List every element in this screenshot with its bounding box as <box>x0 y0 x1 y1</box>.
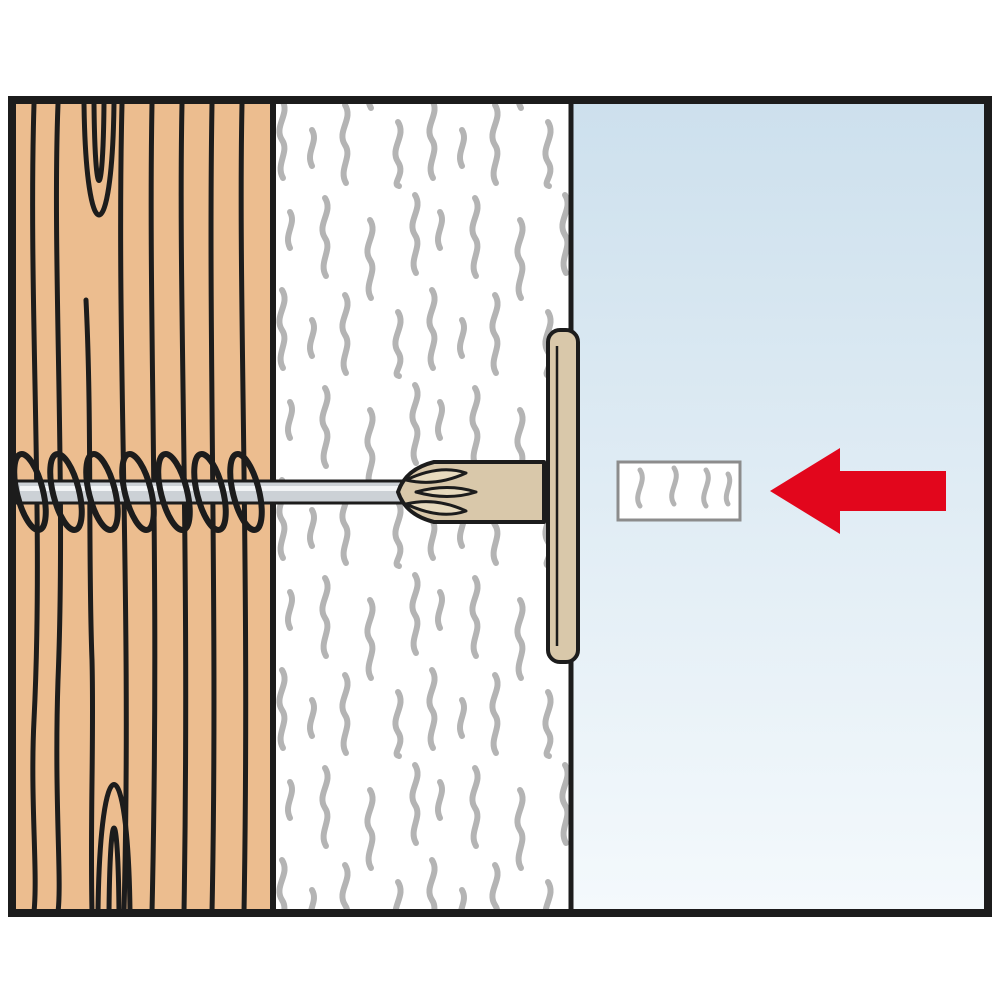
insulation-plug <box>616 460 742 522</box>
thread-turn <box>83 451 121 533</box>
wood-grain-line <box>95 782 133 910</box>
screw-shaft-highlight <box>20 486 400 491</box>
anchor-sleeve <box>396 460 546 524</box>
wood-grain <box>30 104 249 910</box>
left-arrow-icon <box>770 448 946 534</box>
wood-grain-line <box>178 104 189 910</box>
wood-grain-line <box>30 104 40 910</box>
screw-shaft <box>16 479 408 505</box>
wood-grain-line <box>106 825 122 910</box>
insulation-plug-body <box>616 460 742 522</box>
wood-grain-line <box>81 104 117 218</box>
anchor-petal <box>404 500 468 516</box>
wood-grain-line <box>148 104 158 910</box>
wood-grain-line <box>238 104 249 910</box>
anchor-disc-plate <box>546 328 580 664</box>
thread-turn <box>119 451 157 533</box>
anchor-expansion-petals <box>404 468 478 516</box>
wood-grain-line <box>91 104 107 183</box>
wood-grain-line <box>208 104 217 910</box>
thread-turn <box>227 451 265 533</box>
diagram-content <box>16 104 984 910</box>
anchor-disc <box>546 328 580 664</box>
diagram-frame <box>8 96 992 917</box>
thread-turn <box>155 451 193 533</box>
thread-turn <box>191 451 229 533</box>
thread-turn <box>16 451 49 533</box>
anchor-petal <box>404 468 468 484</box>
wood-grain-line <box>83 297 96 910</box>
thread-turn <box>47 451 85 533</box>
wood-grain-line <box>53 104 64 910</box>
insulation-plug-texture <box>635 465 733 509</box>
anchor-petal <box>414 486 478 498</box>
screw-thread <box>16 451 265 533</box>
